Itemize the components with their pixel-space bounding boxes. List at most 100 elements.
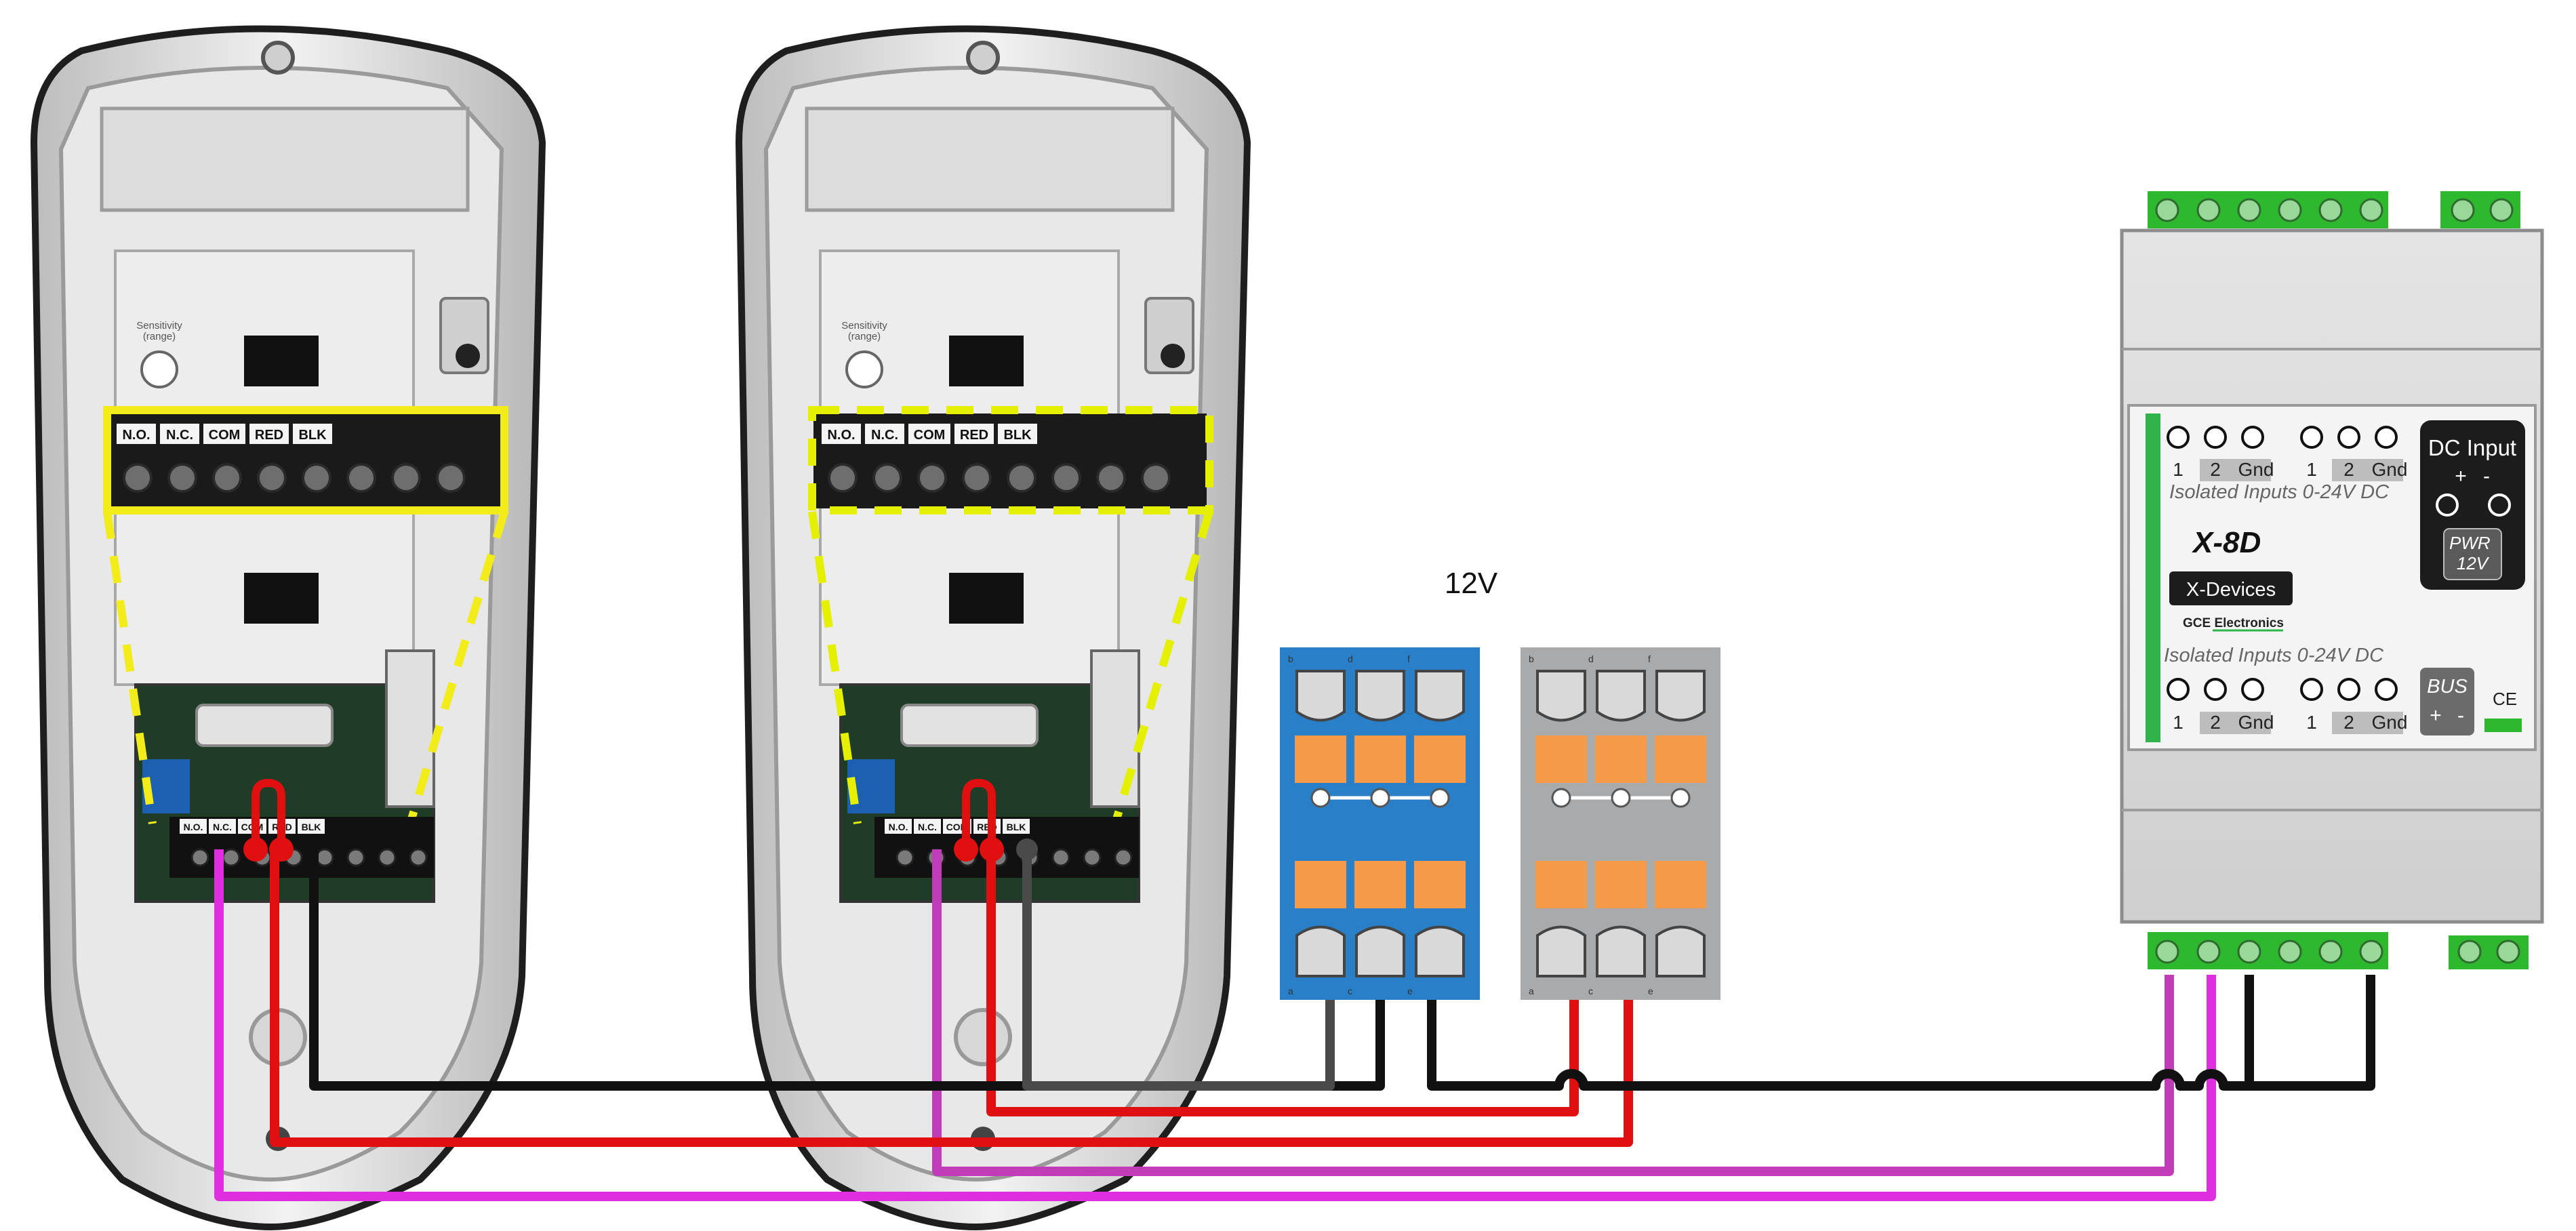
input-label: 1 [2306, 712, 2317, 733]
mount-hole-top [966, 41, 1000, 75]
position-letter: e [1648, 986, 1653, 996]
power-supply-label: 12V [1445, 567, 1498, 600]
dc-minus-terminal [2488, 493, 2511, 517]
terminal-screw [2155, 198, 2179, 222]
terminal-screw [1007, 463, 1037, 493]
terminal-screw [222, 848, 241, 867]
position-letter: f [1407, 653, 1410, 664]
terminal-screw [391, 463, 421, 493]
position-letter: a [1529, 986, 1534, 996]
terminal-screw [2496, 940, 2520, 964]
highlight-leader-left [103, 511, 157, 824]
brand-badge [2169, 571, 2293, 605]
sensor-window-upper [244, 336, 319, 386]
terminal-label: RED [255, 428, 283, 443]
sensitivity-label-line: Sensitivity [136, 320, 182, 331]
terminal-screw [409, 848, 428, 867]
position-letter: c [1588, 986, 1593, 996]
input-label: 1 [2173, 712, 2183, 733]
input-label: Gnd [2372, 712, 2408, 733]
terminal-label: COM [209, 428, 241, 443]
terminal-screw [378, 848, 397, 867]
module-bottom-terminal-block [2148, 932, 2388, 969]
module-top-screws [2155, 198, 2514, 222]
input-terminal [2241, 426, 2264, 449]
terminal-label-bg [203, 424, 245, 444]
bus-bar-node [1370, 788, 1390, 808]
position-letter: e [1407, 986, 1413, 996]
terminal-screw [436, 463, 466, 493]
sensor-window-lower [244, 573, 319, 624]
wire-entry [1355, 670, 1405, 722]
dc-plus: + [2455, 465, 2467, 487]
lever-orange [1655, 861, 1706, 908]
sensitivity-label: Sensitivity(range) [841, 320, 887, 342]
module-top-terminal-block [2148, 191, 2388, 228]
wire-entry [1655, 670, 1706, 722]
wire-entry [1355, 925, 1405, 977]
relay-component [900, 704, 1039, 747]
input-terminal [2167, 678, 2190, 701]
terminal-label: N.C. [213, 822, 232, 832]
terminal-screw [167, 463, 197, 493]
position-letter: a [1288, 986, 1293, 996]
terminal-label: N.O. [122, 428, 150, 443]
highlight-leader-right [1111, 510, 1213, 825]
terminal-label-bg [954, 424, 994, 444]
mount-hole-bottom [954, 1008, 1012, 1066]
wire-entry [1415, 925, 1465, 977]
input-terminal [2241, 678, 2264, 701]
lever-orange [1535, 735, 1587, 783]
tamper-slide [385, 649, 435, 808]
terminal-screw [1051, 848, 1070, 867]
terminal-label: N.O. [184, 822, 203, 832]
terminal-screw [2318, 940, 2343, 964]
terminal-screw [2318, 198, 2343, 222]
pwr-label-line2: 12V [2457, 553, 2490, 573]
jumper-red-dot-sensor2b [980, 837, 1004, 862]
input-label-bg [2200, 459, 2271, 481]
lever-orange [1655, 735, 1706, 783]
wire-entry [1536, 670, 1586, 722]
module-model: X-8D [2191, 526, 2261, 559]
bus-bar-node [1551, 788, 1571, 808]
top-input-circles [2167, 426, 2398, 449]
module-bottom-screws [2155, 940, 2520, 964]
lever-orange [1595, 861, 1647, 908]
terminal-screw [2451, 198, 2475, 222]
bus-badge [2420, 668, 2474, 735]
terminal-label: RED [960, 428, 988, 443]
sensitivity-label: Sensitivity(range) [136, 320, 182, 342]
position-letter: d [1348, 653, 1353, 664]
sensitivity-label-line: Sensitivity [841, 320, 887, 331]
input-label-bg [2332, 712, 2403, 734]
jumper-red-sensor2 [962, 778, 996, 849]
wire-entry [1596, 670, 1646, 722]
highlight-leader-left [808, 511, 862, 824]
terminal-screw [346, 848, 365, 867]
input-terminal [2300, 678, 2323, 701]
wire-gray-sensor2 [1022, 849, 1335, 1091]
terminal-label: N.O. [889, 822, 908, 832]
terminal-label-bg [180, 819, 207, 834]
bus-bar-node [1430, 788, 1450, 808]
terminal-screw [346, 463, 376, 493]
lever-orange [1414, 735, 1466, 783]
pwr-label: PWR 12V [2449, 533, 2495, 573]
wire-entry [1295, 670, 1346, 722]
terminal-screw [257, 463, 287, 493]
input-terminal [2300, 426, 2323, 449]
terminal-label-bg [998, 424, 1037, 444]
wire-black-sensor1 [309, 849, 1385, 1091]
terminal-screw [828, 463, 858, 493]
terminal-screw [123, 463, 153, 493]
input-terminal [2204, 426, 2227, 449]
wire-red-sensor1 [270, 849, 1633, 1147]
wire-entry [1655, 925, 1706, 977]
wire-entry [1536, 925, 1586, 977]
